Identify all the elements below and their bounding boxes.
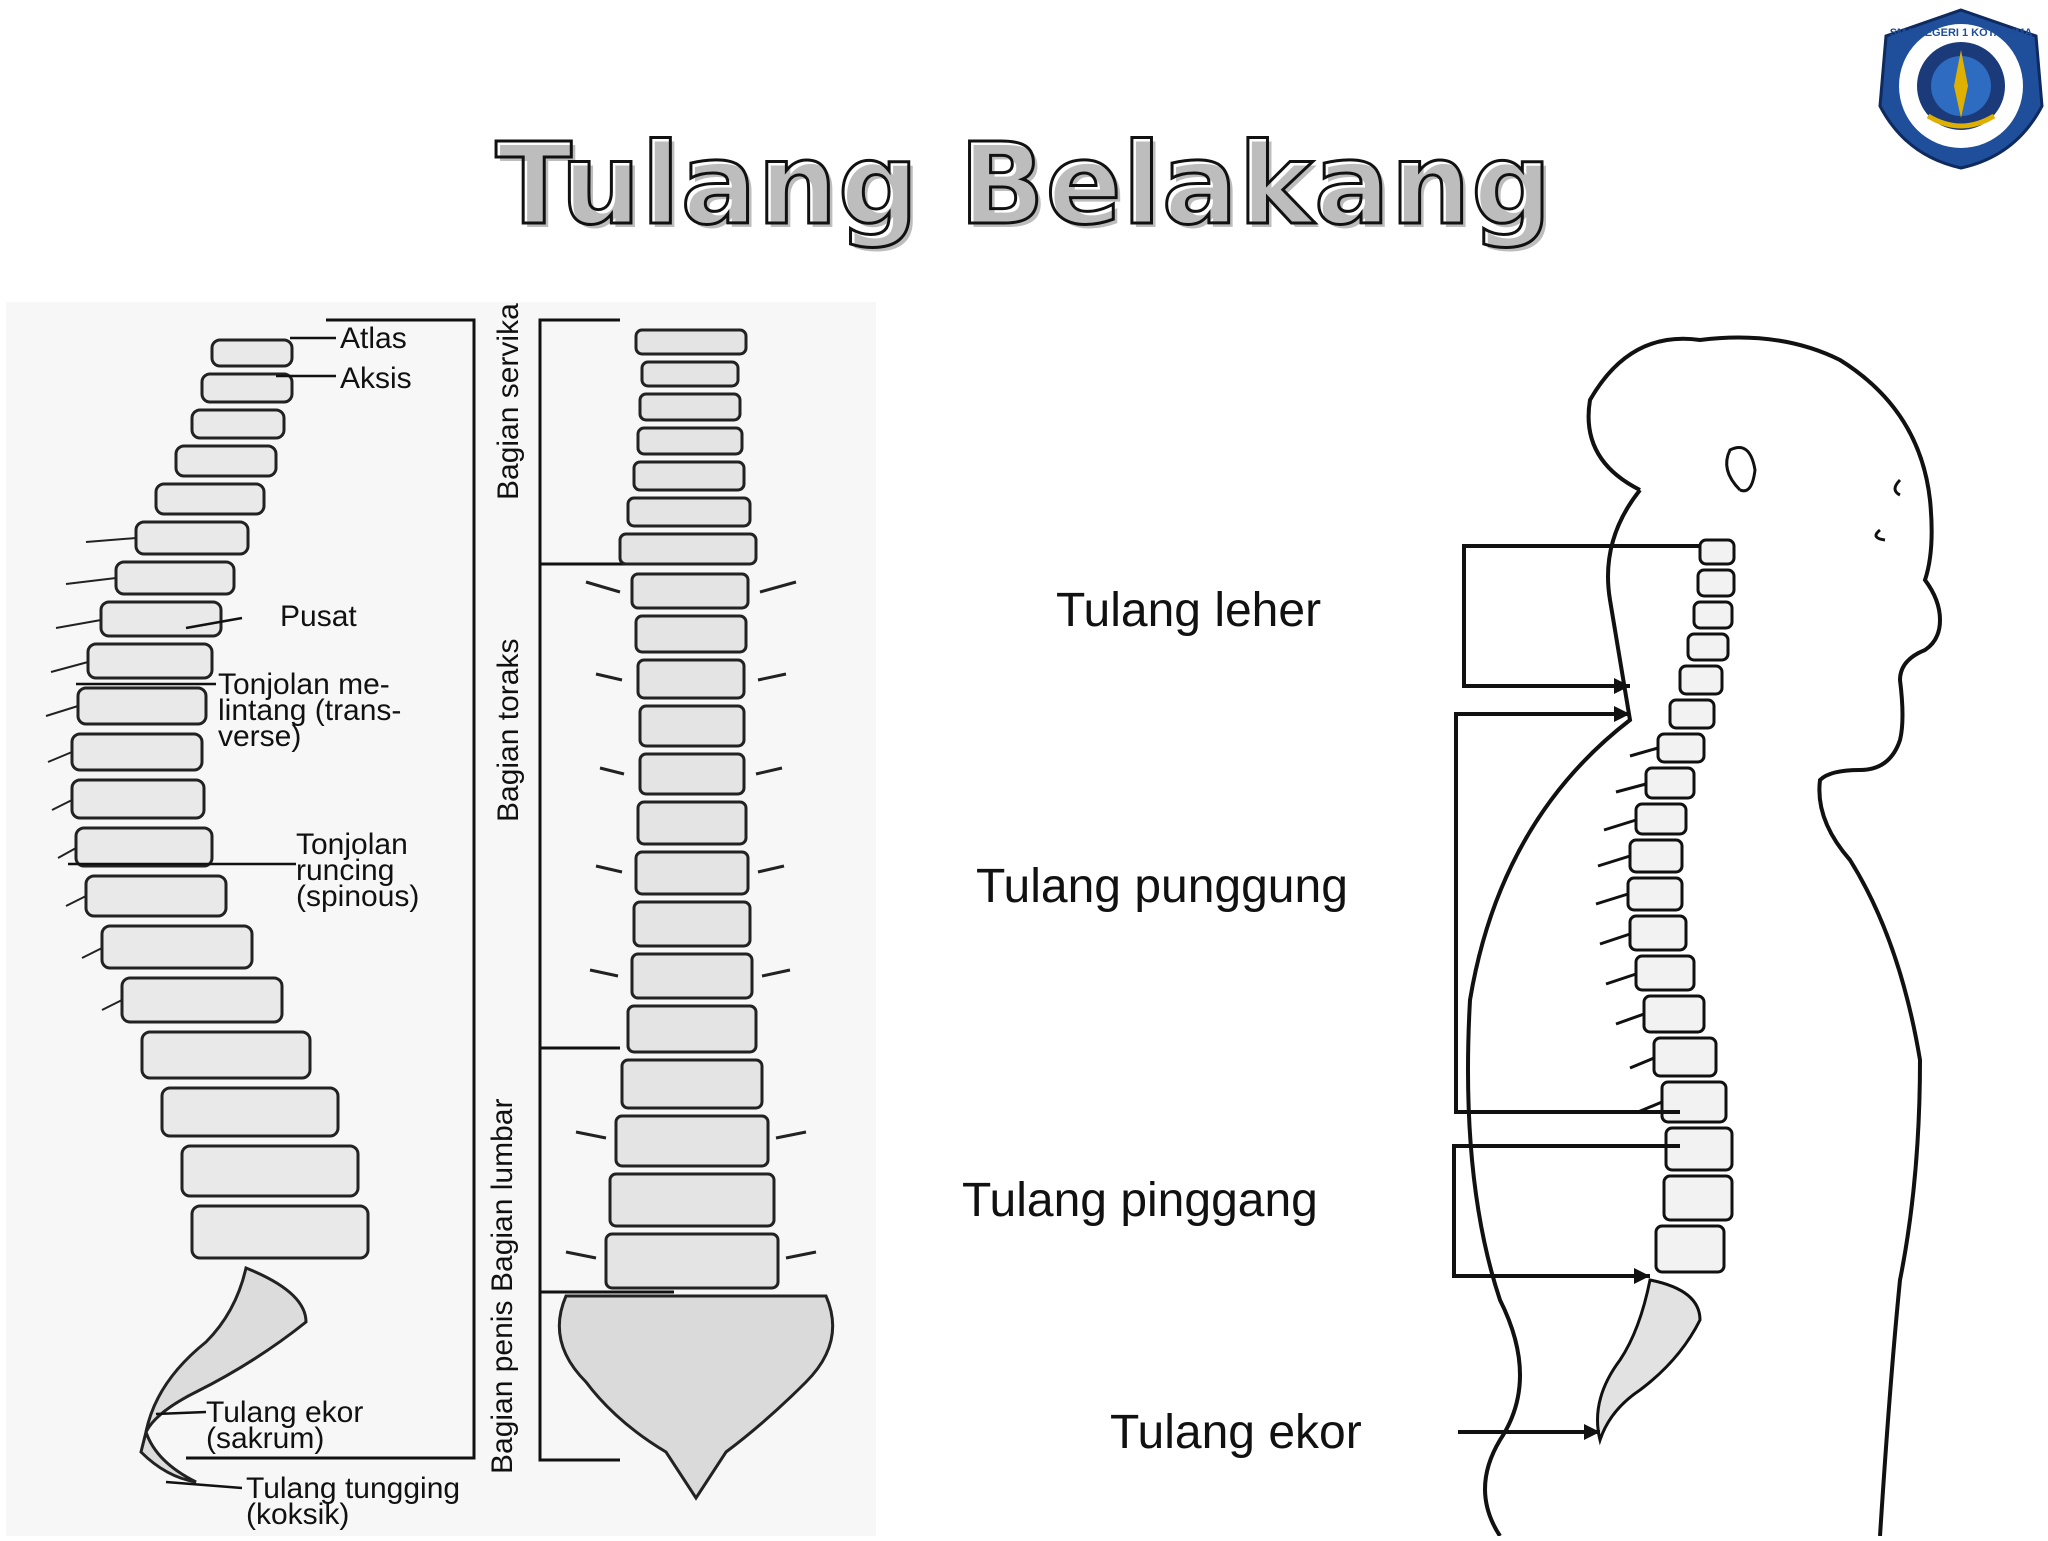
svg-text:SMA NEGERI 1 KOTA BIMA: SMA NEGERI 1 KOTA BIMA	[1890, 27, 2033, 39]
region-servikal: Bagian servikal	[492, 302, 525, 500]
body-outline	[1586, 335, 1943, 1536]
region-lumbar: Bagian lumbar	[486, 1099, 519, 1292]
right-region-brackets	[1452, 544, 1700, 1434]
label-transverse-2: lintang (trans-	[218, 694, 401, 727]
label-transverse-1: Tonjolan me-	[218, 668, 390, 701]
region-brackets	[186, 318, 674, 1462]
right-spine	[1596, 538, 1736, 1446]
side-view-processes	[45, 537, 137, 1011]
label-tulang-ekor: Tulang ekor	[1110, 1406, 1362, 1459]
slide-title: Tulang Belakang	[494, 119, 1553, 252]
right-body-diagram: Tulang leher Tulang punggung Tulang ping…	[962, 335, 1943, 1536]
ear	[1725, 446, 1757, 493]
label-aksis: Aksis	[340, 362, 412, 395]
back-outline	[1466, 488, 1642, 1536]
left-leader-lines	[68, 336, 336, 1490]
label-sakrum-1: Tulang ekor	[206, 1396, 363, 1429]
label-sakrum-2: (sakrum)	[206, 1422, 324, 1455]
region-toraks: Bagian toraks	[492, 639, 525, 822]
right-arrowheads	[1584, 678, 1650, 1440]
label-koksik-2: (koksik)	[246, 1498, 349, 1531]
face-detail	[1874, 478, 1902, 542]
label-atlas: Atlas	[340, 322, 407, 355]
right-spine-processes	[1595, 746, 1663, 1114]
front-view-transverse-processes	[565, 580, 817, 1260]
label-pusat: Pusat	[280, 600, 357, 633]
left-spine-panel: Atlas Aksis Pusat Tonjolan me- lintang (…	[6, 297, 876, 1536]
label-spinous-3: (spinous)	[296, 880, 419, 913]
front-view-spine	[557, 328, 835, 1501]
label-spinous-2: runcing	[296, 854, 394, 887]
region-penis: Bagian penis	[486, 1301, 519, 1474]
side-view-vertebrae	[70, 338, 370, 1484]
label-spinous-1: Tonjolan	[296, 828, 408, 861]
school-logo: SMA NEGERI 1 KOTA BIMA	[1878, 8, 2044, 170]
label-tulang-leher: Tulang leher	[1056, 584, 1321, 637]
label-tulang-pinggang: Tulang pinggang	[962, 1174, 1318, 1227]
left-spine-diagram: Atlas Aksis Pusat Tonjolan me- lintang (…	[45, 297, 835, 1531]
label-tulang-punggung: Tulang punggung	[976, 860, 1348, 913]
label-koksik-1: Tulang tungging	[246, 1472, 460, 1505]
label-transverse-3: verse)	[218, 720, 301, 753]
